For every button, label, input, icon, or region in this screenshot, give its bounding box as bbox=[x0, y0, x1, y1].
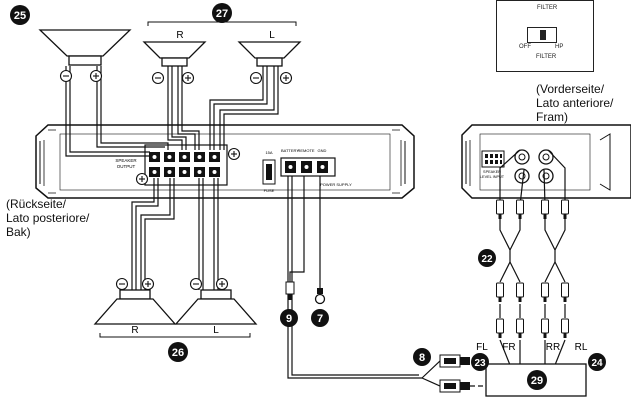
filter-off-label: OFF bbox=[519, 44, 531, 50]
rca-jacks bbox=[514, 149, 554, 184]
speaker-level-input-label-1: SPEAKER bbox=[483, 170, 501, 174]
callout-27-text: 27 bbox=[216, 8, 228, 20]
plus-icon-27r bbox=[181, 71, 195, 85]
plus-icon-25 bbox=[89, 69, 103, 83]
callout-24: 24 bbox=[588, 353, 606, 371]
callout-29-text: 29 bbox=[531, 375, 543, 387]
speaker-26-r bbox=[93, 289, 177, 325]
callout-22-text: 22 bbox=[481, 254, 493, 265]
callout-8-text: 8 bbox=[419, 352, 425, 364]
callout-27: 27 bbox=[212, 3, 232, 23]
speaker-terminal-block bbox=[144, 144, 228, 186]
callout-9-text: 9 bbox=[286, 313, 292, 325]
remote-label: REMOTE bbox=[297, 148, 314, 153]
speaker-level-input-label-2: LEVEL INPUT bbox=[480, 175, 505, 179]
speaker-wires bbox=[65, 66, 279, 290]
speaker-output-label-1: SPEAKER bbox=[115, 158, 137, 163]
speaker-27-r bbox=[142, 41, 207, 67]
amp-plus-terminal-icon-2 bbox=[135, 172, 149, 186]
fuse-label: FUSE bbox=[264, 188, 275, 193]
battery-label: BATTERY bbox=[281, 148, 299, 153]
bracket-26 bbox=[99, 333, 251, 338]
front-side-label: (Vorderseite/ Lato anteriore/ Fram) bbox=[536, 82, 614, 124]
plus-icon-26l bbox=[215, 277, 229, 291]
filter-hp-label: HP bbox=[555, 44, 564, 50]
callout-7-text: 7 bbox=[317, 313, 323, 325]
filter-switch bbox=[527, 27, 557, 43]
harness-8-plugs bbox=[439, 354, 470, 393]
callout-9: 9 bbox=[280, 309, 298, 327]
callout-23-text: 23 bbox=[474, 358, 486, 369]
plus-icon-27l bbox=[279, 71, 293, 85]
rear-side-label: (Rückseite/ Lato posteriore/ Bak) bbox=[6, 197, 90, 239]
filter-switch-inset: FILTER OFF HP FILTER bbox=[496, 0, 594, 72]
channel-fl: FL bbox=[476, 342, 488, 353]
callout-29: 29 bbox=[527, 370, 547, 390]
remote-connector bbox=[285, 281, 295, 300]
callout-26: 26 bbox=[168, 342, 188, 362]
power-supply-label: POWER SUPPLY bbox=[320, 182, 352, 187]
amp-plus-terminal-icon bbox=[227, 147, 241, 161]
speaker-level-input-connector bbox=[481, 150, 505, 168]
callout-24-text: 24 bbox=[591, 358, 603, 369]
ground-ring-terminal bbox=[314, 288, 326, 305]
gnd-label: GND bbox=[318, 148, 327, 153]
speaker-output-label-2: OUTPUT bbox=[117, 164, 136, 169]
rca-cables bbox=[499, 149, 566, 366]
speaker-label-top-l: L bbox=[269, 30, 275, 41]
fuse bbox=[262, 159, 276, 185]
speaker-label-bottom-r: R bbox=[131, 325, 138, 336]
filter-switch-knob bbox=[540, 30, 546, 40]
speaker-label-top-r: R bbox=[176, 30, 183, 41]
channel-fr: FR bbox=[502, 342, 515, 353]
power-terminal-block bbox=[280, 157, 336, 177]
speaker-26-l bbox=[174, 289, 258, 325]
speaker-27-l bbox=[237, 41, 302, 67]
power-wires bbox=[287, 176, 422, 379]
speaker-25 bbox=[38, 29, 132, 66]
minus-icon-25 bbox=[59, 69, 73, 83]
minus-icon-27l bbox=[249, 71, 263, 85]
callout-8: 8 bbox=[413, 348, 431, 366]
callout-25-text: 25 bbox=[14, 10, 26, 22]
speaker-label-bottom-l: L bbox=[213, 325, 219, 336]
callout-25: 25 bbox=[10, 5, 30, 25]
filter-top-label: FILTER bbox=[537, 5, 558, 11]
callout-26-text: 26 bbox=[172, 347, 184, 359]
callout-22: 22 bbox=[478, 249, 496, 267]
channel-rl: RL bbox=[575, 342, 588, 353]
filter-bottom-label: FILTER bbox=[536, 54, 557, 60]
minus-icon-26r bbox=[115, 277, 129, 291]
callout-23: 23 bbox=[471, 353, 489, 371]
minus-icon-26l bbox=[189, 277, 203, 291]
minus-icon-27r bbox=[151, 71, 165, 85]
callout-7: 7 bbox=[311, 309, 329, 327]
channel-rr: RR bbox=[546, 342, 560, 353]
fuse-rating: 15A bbox=[265, 150, 272, 155]
plus-icon-26r bbox=[141, 277, 155, 291]
